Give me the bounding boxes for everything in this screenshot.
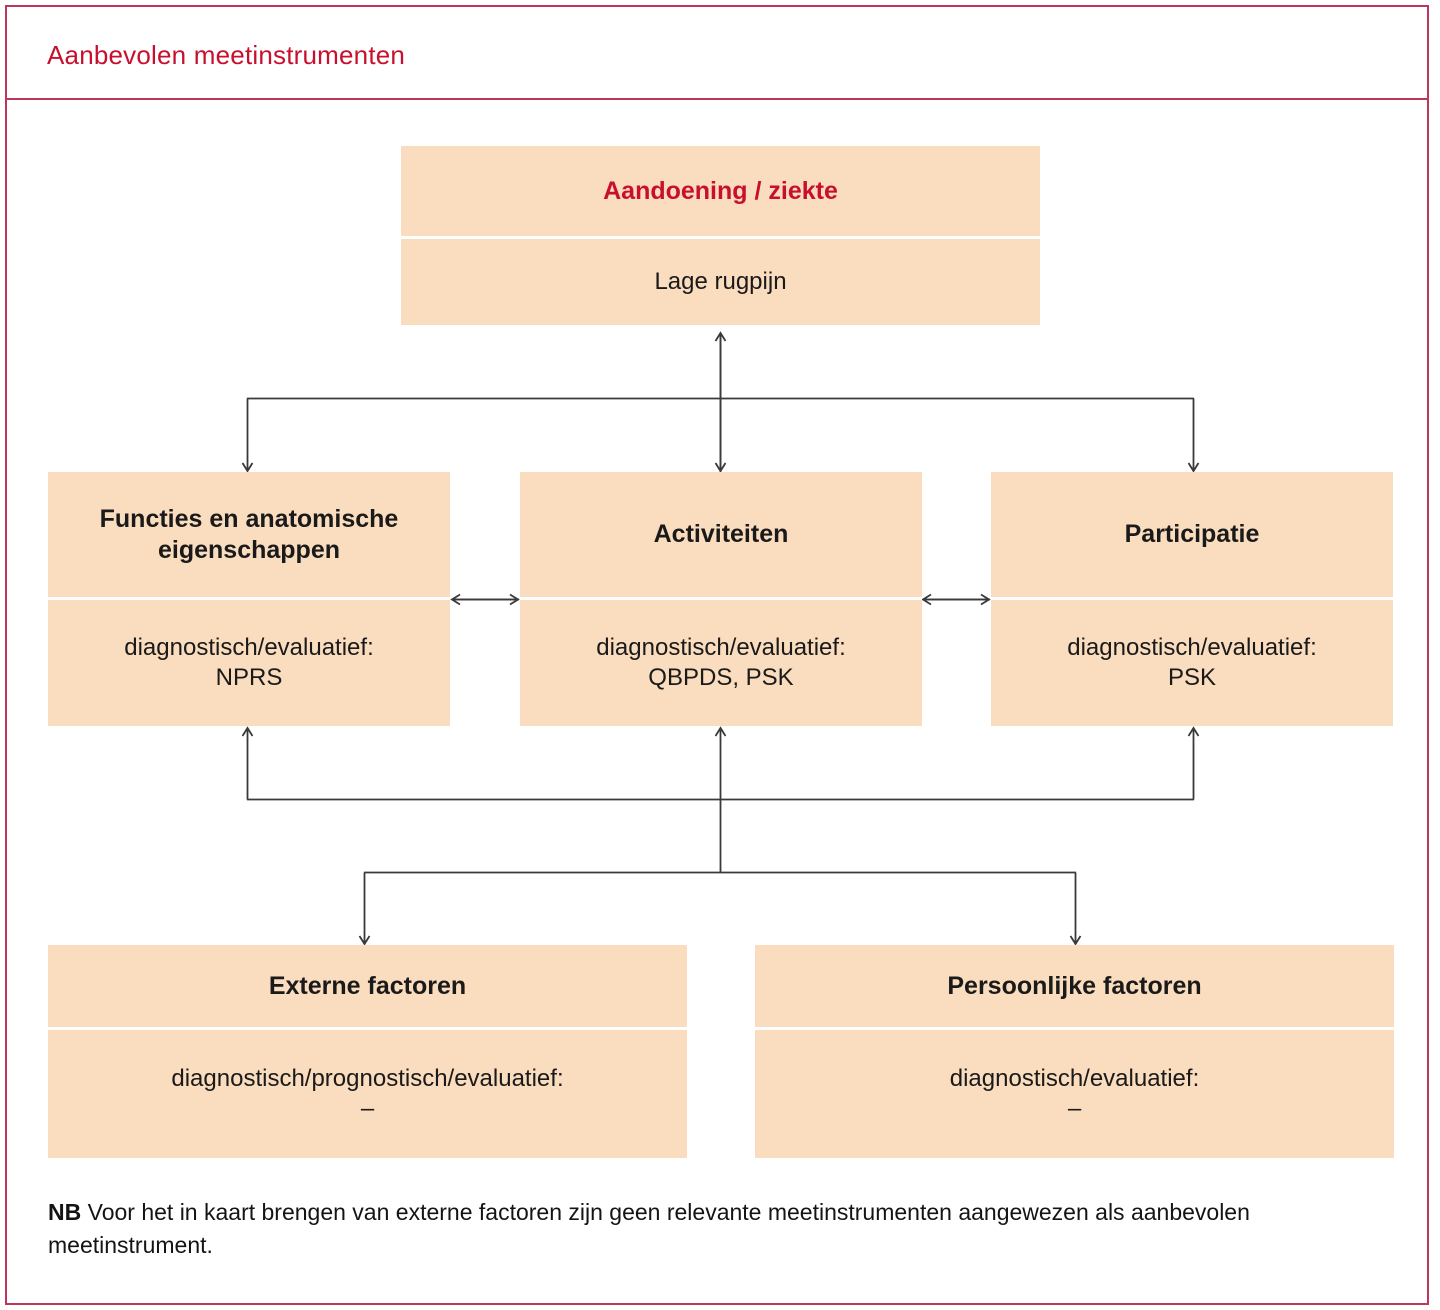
box-condition[interactable]: Aandoening / ziekte Lage rugpijn [401,146,1040,325]
box-participation-body-line1: diagnostisch/evaluatief: [1067,633,1317,661]
box-activities-body-line1: diagnostisch/evaluatief: [596,633,846,661]
box-personal-factors-title: Persoonlijke factoren [947,971,1202,1000]
box-condition-title: Aandoening / ziekte [603,176,838,205]
box-external-factors-body-line2: – [360,1095,375,1122]
footnote: NB Voor het in kaart brengen van externe… [48,1196,1348,1261]
box-activities-title: Activiteiten [653,520,789,549]
footnote-prefix: NB [48,1199,82,1225]
header-divider [7,98,1427,100]
box-functions-body: diagnostisch/evaluatief: NPRS [48,600,450,726]
box-functions-body-line1: diagnostisch/evaluatief: [124,633,374,661]
box-activities[interactable]: Activiteiten diagnostisch/evaluatief: QB… [520,472,922,726]
box-participation-title: Participatie [1124,520,1260,549]
box-functions-title: Functies en anatomische eigenschappen [99,505,399,564]
page-title: Aanbevolen meetinstrumenten [47,40,406,70]
box-functions-divider [48,597,450,600]
box-activities-body-line2: QBPDS, PSK [648,664,794,691]
box-personal-factors-body-line1: diagnostisch/evaluatief: [949,1064,1200,1092]
box-personal-factors-body: diagnostisch/evaluatief: – [755,1030,1394,1158]
box-condition-body: Lage rugpijn [654,267,787,295]
box-functions[interactable]: Functies en anatomische eigenschappen di… [48,472,450,726]
box-participation-body-line2: PSK [1167,664,1217,691]
box-personal-factors[interactable]: Persoonlijke factoren diagnostisch/evalu… [755,945,1394,1158]
box-external-factors-body: diagnostisch/prognostisch/evaluatief: – [48,1030,687,1158]
box-activities-body: diagnostisch/evaluatief: QBPDS, PSK [520,600,922,726]
box-participation[interactable]: Participatie diagnostisch/evaluatief: PS… [991,472,1393,726]
outer-frame [5,5,1429,1305]
box-activities-divider [520,597,922,600]
box-participation-divider [991,597,1393,600]
box-condition-divider [401,236,1040,239]
box-participation-body: diagnostisch/evaluatief: PSK [991,600,1393,726]
footnote-text: Voor het in kaart brengen van externe fa… [48,1199,1250,1258]
box-external-factors[interactable]: Externe factoren diagnostisch/prognostis… [48,945,687,1158]
box-external-factors-body-line1: diagnostisch/prognostisch/evaluatief: [171,1064,564,1092]
box-personal-factors-divider [755,1027,1394,1030]
box-external-factors-divider [48,1027,687,1030]
box-external-factors-title: Externe factoren [268,971,467,1000]
box-functions-body-line2: NPRS [215,664,283,691]
box-personal-factors-body-line2: – [1067,1095,1082,1122]
